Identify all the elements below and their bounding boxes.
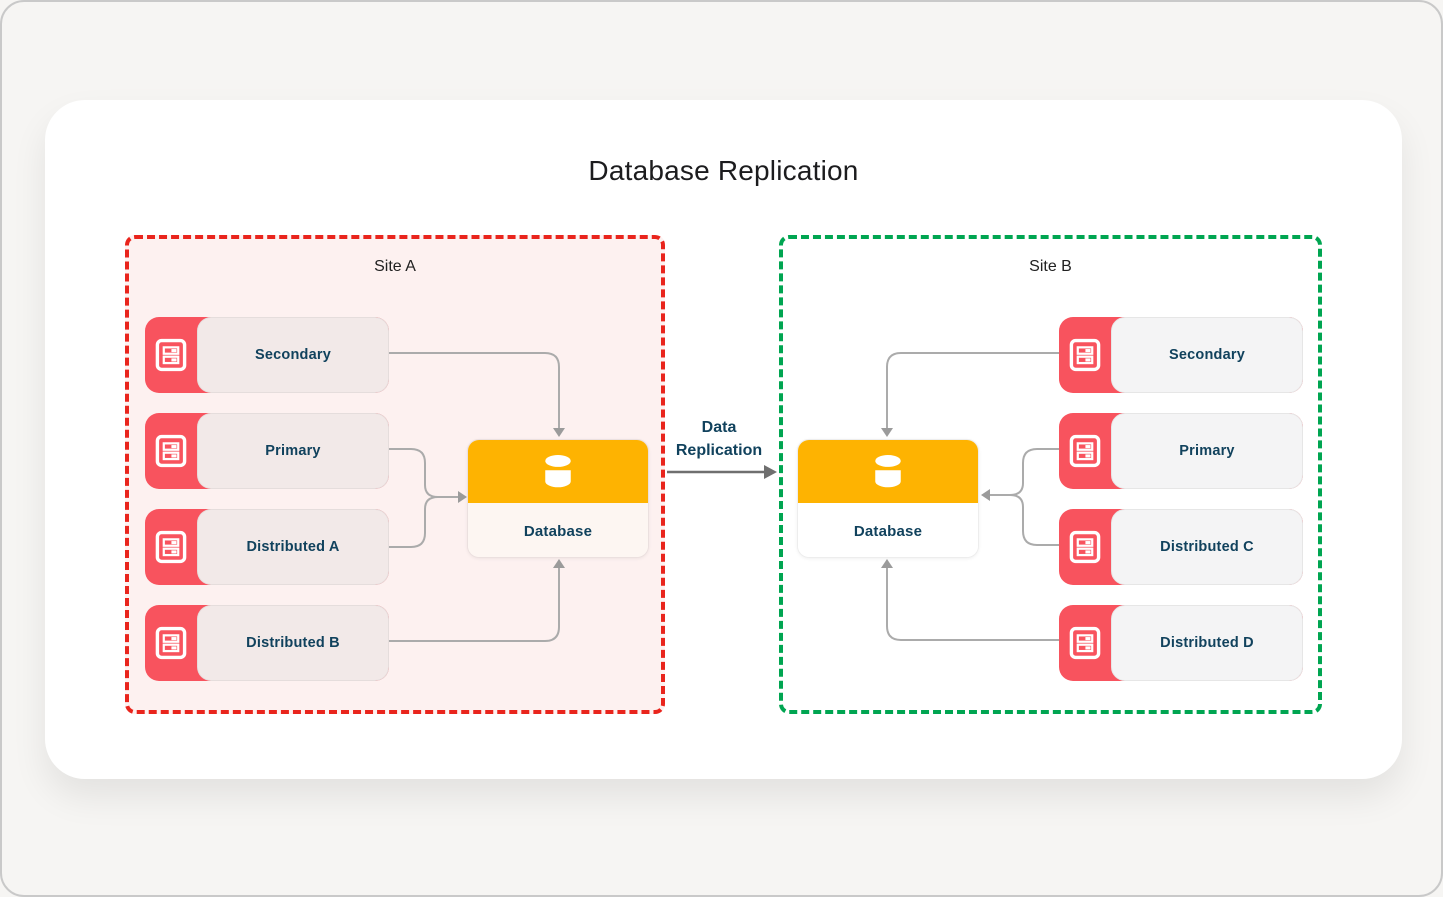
database-label: Database [853,522,923,540]
server-icon [1059,317,1111,393]
server-icon [145,509,197,585]
node-label: Distributed D [1160,635,1254,651]
server-icon [145,317,197,393]
node-site-a-distributed-a[interactable]: Distributed A [145,509,389,585]
node-site-a-distributed-b[interactable]: Distributed B [145,605,389,681]
site-b-group: Site B [779,235,1322,714]
database-cylinder-icon [468,440,648,503]
server-icon [145,413,197,489]
server-icon [1059,413,1111,489]
page-title: Database Replication [588,155,859,186]
server-icon [145,605,197,681]
node-label: Primary [1179,443,1235,459]
node-site-b-primary[interactable]: Primary [1059,413,1303,489]
node-label: Secondary [1169,347,1245,363]
database-site-b[interactable]: Database [797,439,979,558]
node-site-b-distributed-d[interactable]: Distributed D [1059,605,1303,681]
database-cylinder-icon [798,440,978,503]
node-label: Primary [265,443,321,459]
server-icon [1059,605,1111,681]
node-site-a-primary[interactable]: Primary [145,413,389,489]
node-site-a-secondary[interactable]: Secondary [145,317,389,393]
node-label: Secondary [255,347,331,363]
site-b-label: Site B [1029,258,1072,275]
node-label: Distributed B [246,635,340,651]
node-site-b-distributed-c[interactable]: Distributed C [1059,509,1303,585]
server-icon [1059,509,1111,585]
site-a-label: Site A [374,258,416,275]
node-label: Distributed A [246,539,340,555]
database-label: Database [523,522,593,540]
node-site-b-secondary[interactable]: Secondary [1059,317,1303,393]
database-site-a[interactable]: Database [467,439,649,558]
node-label: Distributed C [1160,539,1254,555]
